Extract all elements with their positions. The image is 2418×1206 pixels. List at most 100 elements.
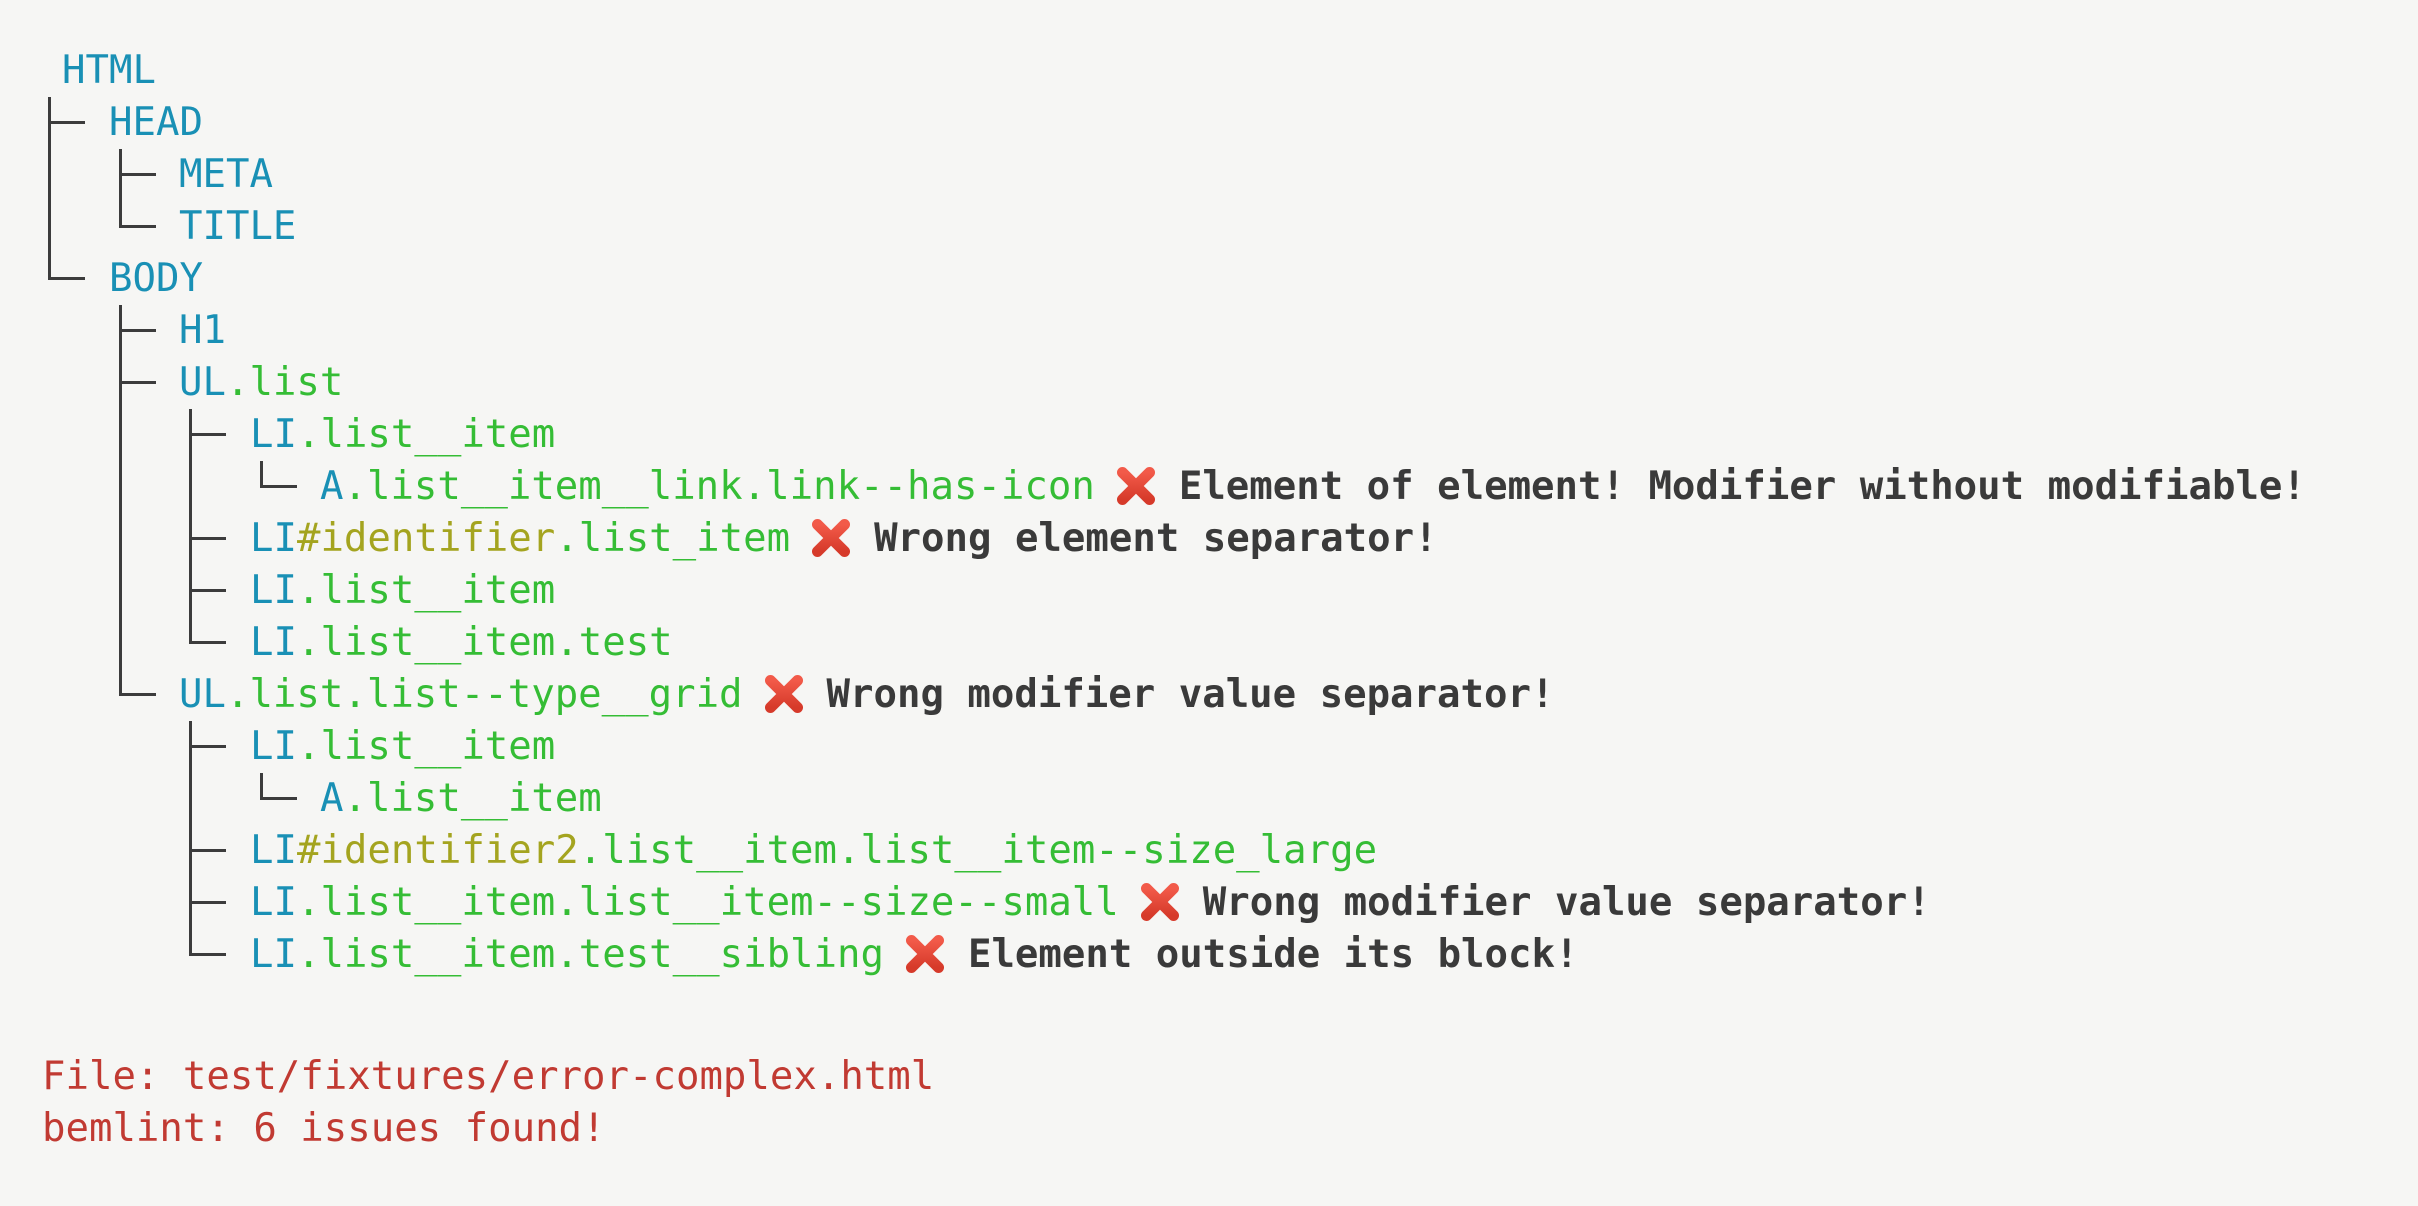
tree-node: BODY — [109, 253, 203, 305]
node-tag: LI — [250, 620, 297, 665]
tree-branch-line — [191, 953, 226, 956]
tree-guide-line — [189, 773, 192, 825]
node-tag: HTML — [62, 48, 156, 93]
tree-elbow-line — [119, 201, 122, 228]
tree-row: BODY — [0, 253, 2418, 305]
node-tag: LI — [250, 724, 297, 769]
tree-branch-line — [262, 797, 297, 800]
tree-row: LI.list__item — [0, 721, 2418, 773]
tree-row: LI.list__item — [0, 409, 2418, 461]
node-tag: A — [320, 776, 344, 821]
tree-guide-line — [48, 149, 51, 201]
tree-row: HEAD — [0, 97, 2418, 149]
tree-tee-line — [189, 565, 192, 617]
tree-node: LI.list__item.test — [250, 617, 673, 669]
error-x-icon — [1116, 466, 1155, 506]
tree-node: A.list__item — [320, 773, 602, 825]
tree-row: LI#identifier2.list__item.list__item--si… — [0, 825, 2418, 877]
tree-guide-line — [119, 565, 122, 617]
tree-node: META — [179, 149, 273, 201]
node-class: .list__item.list__item--size_large — [578, 828, 1378, 873]
tree-node: HTML — [62, 45, 156, 97]
tree-branch-line — [191, 901, 226, 904]
node-class: .list__item__link.link--has-icon — [343, 464, 1095, 509]
tree-tee-line — [189, 877, 192, 929]
tree-elbow-line — [260, 773, 263, 800]
node-id: #identifier2 — [296, 828, 579, 873]
node-tag: UL — [179, 672, 226, 717]
error-x-icon — [764, 674, 803, 714]
tree-branch-line — [121, 329, 156, 332]
node-tag: LI — [250, 516, 297, 561]
tree-node: HEAD — [109, 97, 203, 149]
node-tag: UL — [179, 360, 226, 405]
tree-row: H1 — [0, 305, 2418, 357]
node-class: .list__item — [296, 568, 556, 613]
tree-tee-line — [189, 721, 192, 773]
tree-tee-line — [119, 149, 122, 201]
tree-row: UL.list.list--type__grid Wrong modifier v… — [0, 669, 2418, 721]
tree-node: UL.list.list--type__grid Wrong modifier v… — [179, 669, 1554, 721]
tree-elbow-line — [189, 617, 192, 644]
node-tag: LI — [250, 880, 297, 925]
node-class: .list__item — [296, 724, 556, 769]
tree-node: LI.list__item — [250, 721, 555, 773]
error-message: Element outside its block! — [967, 932, 1579, 977]
tree-branch-line — [121, 693, 156, 696]
node-class: .list__item — [296, 412, 556, 457]
tree-elbow-line — [48, 253, 51, 280]
node-tag: LI — [250, 932, 297, 977]
tree-node: LI.list__item.test__sibling Element outsi… — [250, 929, 1578, 981]
tree-node: TITLE — [179, 201, 296, 253]
tree-branch-line — [191, 745, 226, 748]
tree-node: LI.list__item.list__item--size--small Wro… — [250, 877, 1931, 929]
error-message: Wrong element separator! — [874, 516, 1438, 561]
error-message: Wrong modifier value separator! — [826, 672, 1555, 717]
file-path-line: File: test/fixtures/error-complex.html — [42, 1054, 935, 1099]
node-tag: H1 — [179, 308, 226, 353]
tree-branch-line — [191, 433, 226, 436]
node-class: .list__item.test — [296, 620, 673, 665]
tree-branch-line — [191, 849, 226, 852]
tree-branch-line — [121, 381, 156, 384]
tree-node: UL.list — [179, 357, 343, 409]
tree-guide-line — [119, 617, 122, 669]
node-class: .list__item.list__item--size--small — [296, 880, 1119, 925]
node-tag: BODY — [109, 256, 203, 301]
node-tag: A — [320, 464, 344, 509]
node-class: .list_item — [555, 516, 791, 561]
node-class: .list.list--type__grid — [225, 672, 743, 717]
tree-tee-line — [189, 409, 192, 461]
tree-row: LI#identifier.list_item Wrong element sep… — [0, 513, 2418, 565]
node-class: .list__item.test__sibling — [296, 932, 884, 977]
tree-guide-line — [119, 513, 122, 565]
tree-tee-line — [119, 357, 122, 409]
tree-elbow-line — [260, 461, 263, 488]
error-x-icon — [1140, 882, 1179, 922]
tree-node: H1 — [179, 305, 226, 357]
error-message: Wrong modifier value separator! — [1202, 880, 1931, 925]
node-class: .list — [225, 360, 344, 405]
tree-tee-line — [48, 97, 51, 149]
tree-node: LI#identifier.list_item Wrong element sep… — [250, 513, 1438, 565]
tree-branch-line — [191, 537, 226, 540]
node-tag: LI — [250, 568, 297, 613]
tree-guide-line — [189, 461, 192, 513]
tree-tee-line — [119, 305, 122, 357]
tree-guide-line — [48, 201, 51, 253]
tree-row: LI.list__item — [0, 565, 2418, 617]
tree-tee-line — [189, 825, 192, 877]
node-id: #identifier — [296, 516, 556, 561]
tree-branch-line — [262, 485, 297, 488]
node-class: .list__item — [343, 776, 602, 821]
node-tag: META — [179, 152, 273, 197]
tree-branch-line — [50, 277, 85, 280]
tree-node: LI.list__item — [250, 565, 555, 617]
tree-row: A.list__item — [0, 773, 2418, 825]
tree-branch-line — [121, 225, 156, 228]
node-tag: HEAD — [109, 100, 203, 145]
node-tag: LI — [250, 828, 297, 873]
